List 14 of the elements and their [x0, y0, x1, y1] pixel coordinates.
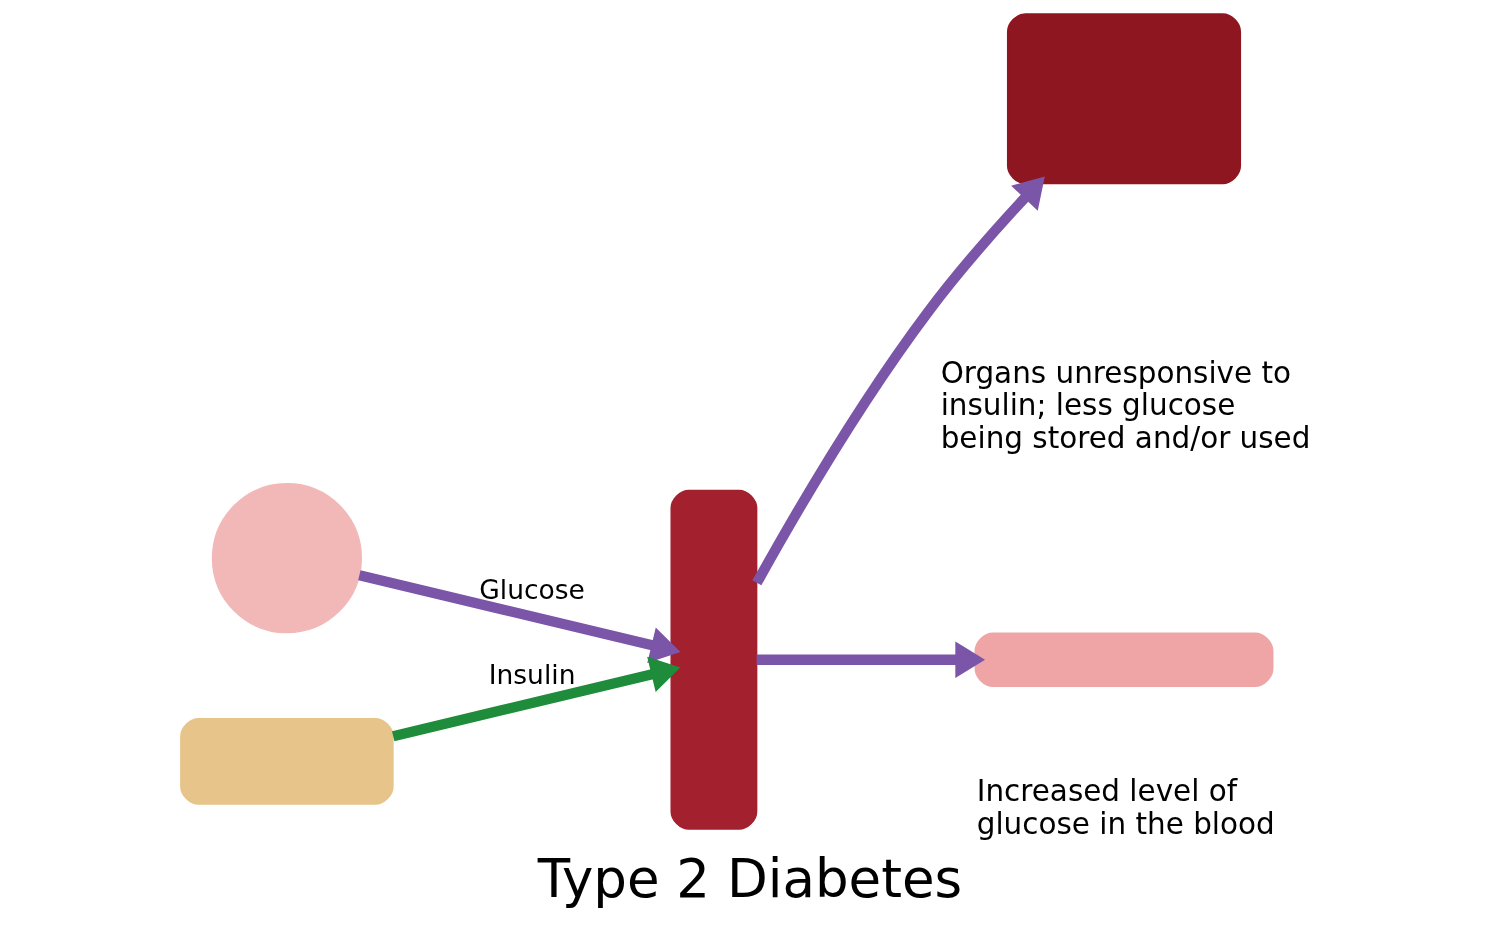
arrow — [392, 656, 681, 742]
label: Increased level of glucose in the blood — [976, 774, 1275, 841]
node-box — [1006, 13, 1242, 185]
edge-label: Glucose — [479, 573, 585, 605]
edge-label: Insulin — [488, 658, 576, 690]
arrow — [752, 176, 1045, 586]
node-bar — [670, 489, 758, 830]
node-box — [180, 717, 394, 805]
diagram-title: Type 2 Diabetes — [537, 847, 963, 909]
arrow — [756, 641, 986, 678]
node-circle — [211, 483, 362, 634]
arrow — [358, 570, 681, 663]
node-bar — [974, 632, 1274, 687]
label: Organs unresponsive to insulin; less glucose being stored and/or used — [940, 355, 1311, 455]
